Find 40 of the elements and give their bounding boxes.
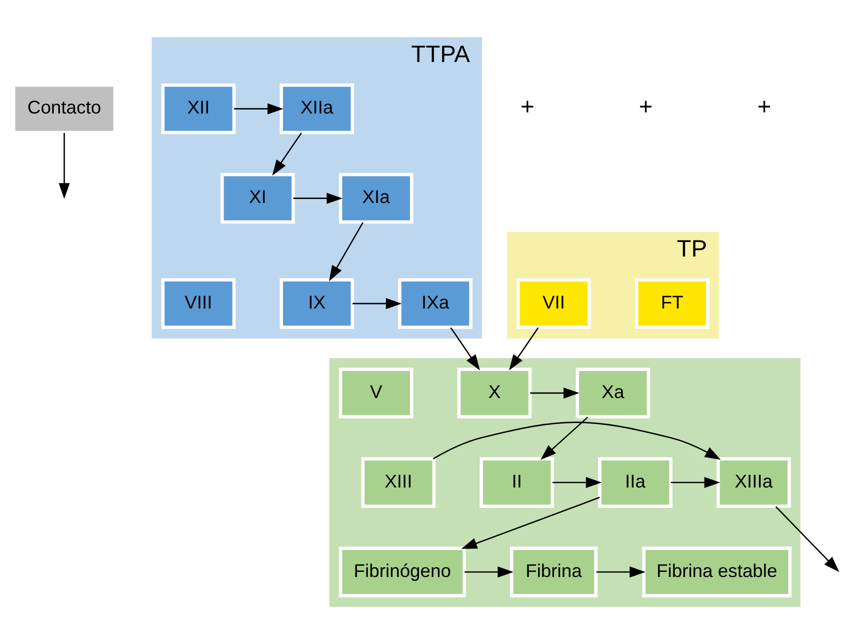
node-box: Fibrinógeno <box>338 546 466 598</box>
node-box: XI <box>220 172 295 224</box>
cluster <box>329 358 800 607</box>
arrow <box>329 222 364 282</box>
arrow <box>58 132 70 199</box>
arrow <box>432 422 721 460</box>
node-box: X <box>457 368 532 418</box>
arrow <box>552 477 602 488</box>
node-box: VII <box>516 278 591 329</box>
arrow <box>461 496 600 549</box>
arrow <box>509 327 539 370</box>
arrow <box>596 566 646 578</box>
node-box: XIII <box>361 457 436 508</box>
node-box: XII <box>161 84 236 134</box>
node-box: XIIIa <box>716 457 791 508</box>
label: + <box>520 94 534 121</box>
node-box: Fibrina <box>510 546 598 598</box>
arrow <box>530 388 580 399</box>
node-box: IX <box>280 278 354 329</box>
arrow <box>272 132 302 176</box>
arrow <box>352 298 402 310</box>
node-box: XIa <box>338 172 414 224</box>
node-box: VIII <box>161 278 236 329</box>
node-box: Fibrina estable <box>642 546 792 598</box>
node-box: Xa <box>576 368 650 418</box>
arrow <box>234 103 284 114</box>
node-box: V <box>338 368 414 418</box>
node-box: II <box>480 457 554 508</box>
label: + <box>757 94 772 121</box>
arrow <box>464 566 514 578</box>
label: + <box>638 94 653 121</box>
arrow <box>775 506 840 572</box>
node-box: IIa <box>598 457 672 508</box>
arrow <box>540 416 588 460</box>
arrow <box>670 477 720 488</box>
node-box: FT <box>634 278 710 329</box>
arrow <box>293 192 342 204</box>
node-box: XIIa <box>280 84 354 134</box>
arrow <box>450 327 480 370</box>
node-box: IXa <box>398 278 472 329</box>
